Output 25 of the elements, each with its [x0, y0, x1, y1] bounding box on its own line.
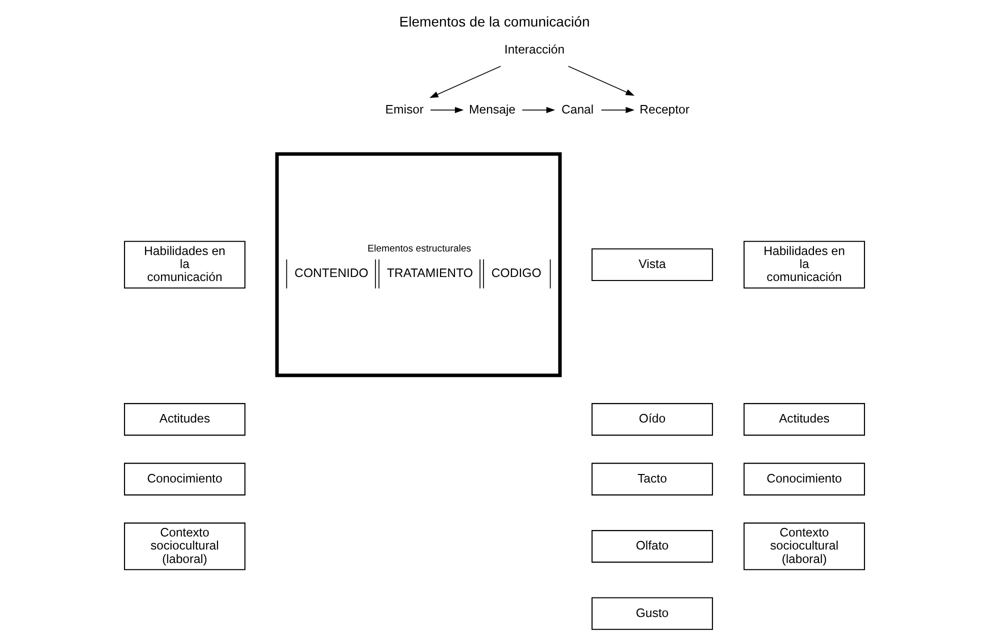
node-box: Olfato	[591, 530, 712, 563]
node-box: Actitudes	[123, 403, 245, 436]
node-box: Vista	[591, 248, 712, 282]
node-box: Contexto sociocultural (laboral)	[123, 522, 245, 570]
node-box: Oído	[591, 403, 712, 436]
node-box: Actitudes	[743, 403, 865, 436]
arrow	[600, 106, 634, 114]
node-text: Receptor	[639, 102, 690, 116]
arrow	[567, 66, 634, 96]
node-box: Elementos estructurales CONTENIDO TRATAMIENTO CODIGO	[274, 152, 562, 378]
diagram-title: Elementos de la comunicación	[398, 13, 590, 30]
node-text: Mensaje	[468, 102, 516, 116]
node-box: Contexto sociocultural (laboral)	[743, 522, 865, 570]
node-box: Conocimiento	[123, 462, 245, 496]
arrow	[521, 106, 555, 114]
node-box: Habilidades en la comunicación	[123, 240, 245, 289]
arrow	[430, 106, 464, 114]
arrow	[428, 66, 501, 98]
node-text: Interacción	[504, 42, 564, 57]
node-text: Emisor	[384, 102, 424, 116]
node-text: Canal	[560, 102, 594, 116]
node-box: Habilidades en la comunicación	[743, 240, 865, 289]
node-box: Tacto	[591, 462, 712, 496]
node-box: Gusto	[591, 597, 712, 630]
node-box: Conocimiento	[743, 462, 865, 496]
